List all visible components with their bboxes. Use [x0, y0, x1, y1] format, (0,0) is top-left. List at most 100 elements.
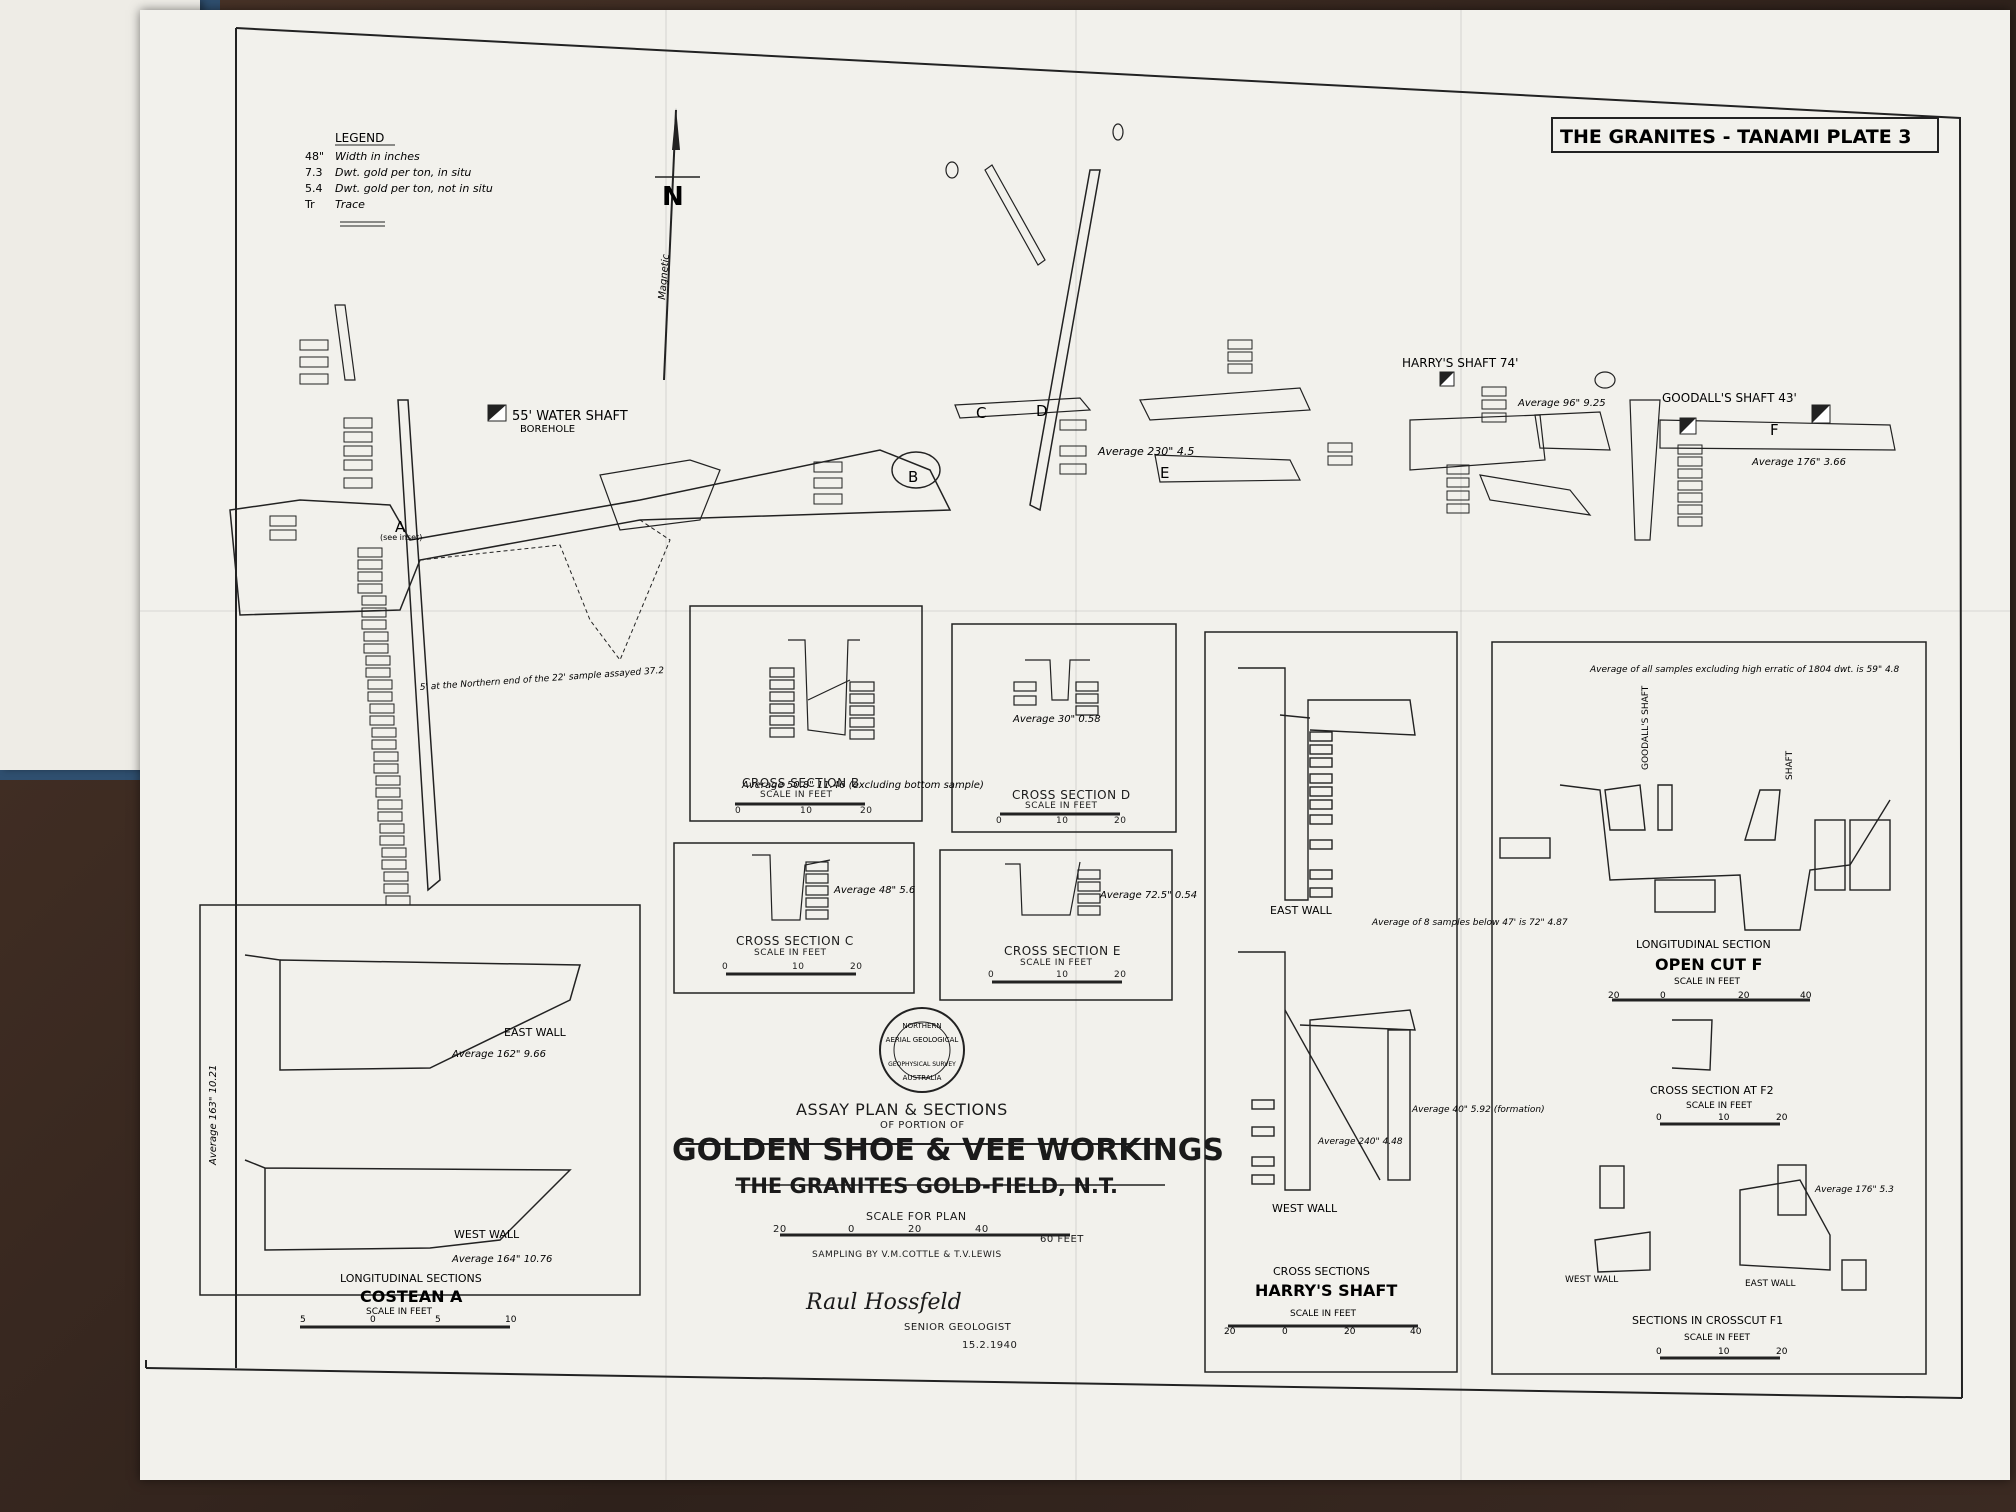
section-c-title: CROSS SECTION C [736, 934, 854, 948]
average-note: Average 230" 4.5 [1097, 445, 1194, 458]
section-b-title: CROSS SECTION B [742, 776, 860, 790]
f2-tick: 20 [1776, 1113, 1788, 1123]
f1-title: SECTIONS IN CROSSCUT F1 [1632, 1314, 1783, 1327]
section-b-tick: 10 [800, 806, 813, 816]
plan-scale-tick: 20 [908, 1224, 922, 1235]
section-c-scale: SCALE IN FEET [754, 948, 827, 958]
harry-name: HARRY'S SHAFT [1255, 1281, 1397, 1300]
harrys-shaft-label: HARRY'S SHAFT 74' [1402, 356, 1518, 370]
costean-tick: 5 [300, 1315, 306, 1325]
open-cut-note: Average of all samples excluding high er… [1589, 665, 1900, 675]
plan-letter-e: E [1160, 464, 1169, 482]
average-note: Average 176" 3.66 [1751, 457, 1846, 468]
north-label: Magnetic [657, 253, 672, 300]
seal-text: NORTHERN [902, 1022, 941, 1030]
f1-tick: 10 [1718, 1347, 1730, 1357]
section-c-tick: 20 [850, 962, 863, 972]
title-line-3: GOLDEN SHOE & VEE WORKINGS [672, 1133, 1225, 1168]
map-date: 15.2.1940 [962, 1340, 1018, 1351]
water-shaft-label: 55' WATER SHAFT [512, 409, 628, 424]
f2-title: CROSS SECTION AT F2 [1650, 1084, 1774, 1097]
section-e-tick: 10 [1056, 970, 1069, 980]
f1-east-wall: EAST WALL [1745, 1279, 1796, 1289]
legend-symbol: Tr [304, 198, 315, 211]
seal-text: AERIAL GEOLOGICAL [886, 1036, 959, 1044]
plan-letter-c: C [976, 404, 986, 422]
fold-line [665, 10, 667, 1480]
northern-end-note: 5' at the Northern end of the 22' sample… [420, 666, 665, 693]
plan-scale-tick: 60 FEET [1040, 1234, 1084, 1245]
open-cut-name: OPEN CUT F [1655, 955, 1762, 974]
east-wall-average: Average 162" 9.66 [451, 1049, 546, 1060]
costean-name: COSTEAN A [360, 1287, 463, 1306]
section-e-average: Average 72.5" 0.54 [1099, 890, 1197, 901]
plan-letter-a: A [395, 518, 406, 536]
sampling-credit: SAMPLING BY V.M.COTTLE & T.V.LEWIS [812, 1250, 1002, 1260]
costean-tick: 10 [505, 1315, 517, 1325]
fold-line [140, 610, 2010, 612]
average-note: Average 96" 9.25 [1517, 398, 1606, 409]
signature: Raul Hossfeld [806, 1290, 962, 1315]
f2-scale: SCALE IN FEET [1686, 1101, 1753, 1111]
legend-symbol: 48" [305, 150, 324, 163]
section-c-tick: 0 [722, 962, 729, 972]
section-b-tick: 0 [735, 806, 742, 816]
legend-text: Width in inches [335, 150, 420, 163]
borehole-label: BOREHOLE [520, 424, 575, 435]
goodalls-shaft-label: GOODALL'S SHAFT 43' [1662, 391, 1797, 405]
open-cut-tick: 20 [1738, 991, 1750, 1001]
open-cut-title: LONGITUDINAL SECTION [1636, 938, 1771, 951]
plan-scale-tick: 40 [975, 1224, 989, 1235]
section-d-title: CROSS SECTION D [1012, 788, 1131, 802]
west-wall-average: Average 164" 10.76 [451, 1254, 552, 1265]
north-letter: N [662, 182, 684, 212]
open-cut-tick: 0 [1660, 991, 1666, 1001]
f1-west-wall: WEST WALL [1565, 1275, 1618, 1285]
section-c-average: Average 48" 5.6 [833, 885, 915, 896]
costean-tick: 0 [370, 1315, 376, 1325]
fold-line [1460, 10, 1462, 1480]
section-e-tick: 20 [1114, 970, 1127, 980]
section-e-scale: SCALE IN FEET [1020, 958, 1093, 968]
see-inset-note: (see inset) [380, 533, 422, 542]
signer-role: SENIOR GEOLOGIST [904, 1322, 1012, 1333]
title-line-4: THE GRANITES GOLD-FIELD, N.T. [736, 1174, 1118, 1198]
f2-tick: 0 [1656, 1113, 1662, 1123]
harry-tick: 0 [1282, 1327, 1288, 1337]
costean-tick: 5 [435, 1315, 441, 1325]
section-d-average: Average 30" 0.58 [1012, 714, 1101, 725]
section-c-tick: 10 [792, 962, 805, 972]
section-b-scale: SCALE IN FEET [760, 790, 833, 800]
east-wall-label: EAST WALL [504, 1026, 567, 1039]
harry-tick: 20 [1224, 1327, 1236, 1337]
f2-tick: 10 [1718, 1113, 1730, 1123]
legend-text: Dwt. gold per ton, in situ [335, 166, 471, 179]
harry-title: CROSS SECTIONS [1273, 1265, 1370, 1278]
section-b-average: Average 50.8" 11.46 (excluding bottom sa… [741, 780, 984, 791]
plan-letter-d: D [1036, 402, 1048, 420]
plan-scale-tick: 20 [773, 1224, 787, 1235]
harry-east-wall: EAST WALL [1270, 904, 1333, 917]
harry-average-240: Average 240" 4.48 [1317, 1137, 1403, 1147]
harry-west-wall: WEST WALL [1272, 1202, 1338, 1215]
section-d-tick: 20 [1114, 816, 1127, 826]
fold-line [1075, 10, 1077, 1480]
open-cut-scale: SCALE IN FEET [1674, 977, 1741, 987]
legend-text: Dwt. gold per ton, not in situ [335, 182, 493, 195]
goodalls-shaft-vertical: GOODALL'S SHAFT [1641, 685, 1651, 770]
plan-scale-tick: 0 [848, 1224, 855, 1235]
section-d-tick: 0 [996, 816, 1003, 826]
plate-title: THE GRANITES - TANAMI PLATE 3 [1560, 126, 1912, 148]
f1-scale: SCALE IN FEET [1684, 1333, 1751, 1343]
open-cut-tick: 40 [1800, 991, 1812, 1001]
legend-symbol: 5.4 [305, 182, 323, 195]
f1-average: Average 176" 5.3 [1814, 1185, 1894, 1195]
harry-tick: 20 [1344, 1327, 1356, 1337]
section-d-scale: SCALE IN FEET [1025, 801, 1098, 811]
side-average: Average 163" 10.21 [208, 1065, 219, 1166]
legend-text: Trace [335, 198, 365, 211]
shaft-vertical: SHAFT [1785, 750, 1795, 780]
title-line-2: OF PORTION OF [880, 1120, 965, 1131]
f1-tick: 0 [1656, 1347, 1662, 1357]
